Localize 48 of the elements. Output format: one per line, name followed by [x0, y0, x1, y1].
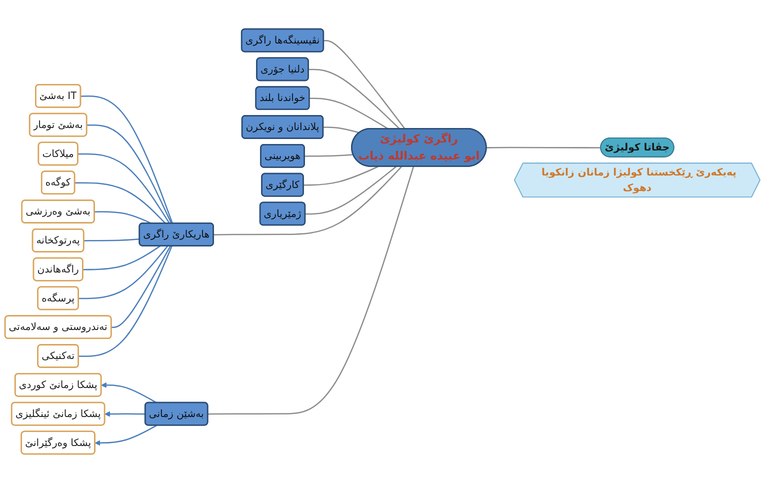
department-box: پلاندانان و نویکرن	[241, 115, 324, 139]
connector-line	[78, 246, 172, 357]
connector-line	[208, 166, 414, 415]
unit-box: کوگەه	[40, 170, 76, 195]
connector-line	[82, 246, 160, 270]
connector-line	[94, 211, 152, 224]
connector-line	[304, 166, 378, 186]
unit-box: بەشێ وەرزشی	[21, 200, 95, 224]
department-box: نڤیسینگەها راگری	[240, 28, 324, 52]
unit-box: پشکا زمانێ ئینگلیزی	[10, 402, 106, 426]
arrow	[101, 382, 157, 404]
oval-node: جڤاتا کولیژێ	[600, 138, 674, 158]
arrow	[104, 411, 146, 417]
connector-line	[323, 126, 360, 134]
department-box: کارگێری	[261, 172, 304, 197]
arrow	[94, 424, 157, 446]
unit-box: بەشێ IT	[35, 84, 82, 108]
unit-box: پرسگەه	[37, 286, 79, 310]
connector-line	[78, 153, 170, 224]
oval-node: راگرێ کولیژێ ابو عبیدە عبداللە ذیاب	[351, 128, 487, 167]
unit-box: بەشێ تومار	[28, 112, 88, 137]
unit-box: میلاکات	[38, 142, 78, 166]
connector-line	[214, 166, 402, 236]
connector-line	[84, 238, 140, 242]
unit-box: پەرتوکخانە	[32, 228, 84, 252]
department-box: خواندنا بلند	[255, 86, 310, 110]
connector-line	[86, 124, 172, 224]
unit-box: پشکا وەرگێرانێ	[20, 430, 96, 455]
connector-line	[309, 98, 388, 130]
connector-line	[78, 246, 168, 300]
department-box: ژمێریاری	[259, 202, 306, 226]
connector-line	[304, 154, 354, 157]
connector-line	[80, 96, 174, 224]
connector-line	[111, 246, 171, 328]
connector-line	[308, 68, 400, 130]
unit-box: پشکا زمانێ کوردی	[14, 372, 102, 397]
hexagon-node: پەیکەرێ ڕێکخستنا کولیژا زمانان زانکویا دهوک	[514, 162, 760, 198]
unit-box: تەکنیکی	[37, 344, 79, 368]
department-box: هاریکارێ راگری	[138, 222, 214, 246]
connector-line	[324, 40, 406, 130]
connector-line	[74, 182, 166, 224]
department-box: بەشێن زمانی	[144, 402, 208, 426]
department-box: دلنیا جۆری	[256, 57, 309, 82]
connector-line	[486, 146, 601, 148]
unit-box: تەندروستی و سەلامەتی	[4, 315, 112, 340]
department-box: هویربینی	[260, 144, 305, 168]
unit-box: راگەهاندن	[32, 257, 84, 282]
connector-line	[305, 166, 396, 215]
